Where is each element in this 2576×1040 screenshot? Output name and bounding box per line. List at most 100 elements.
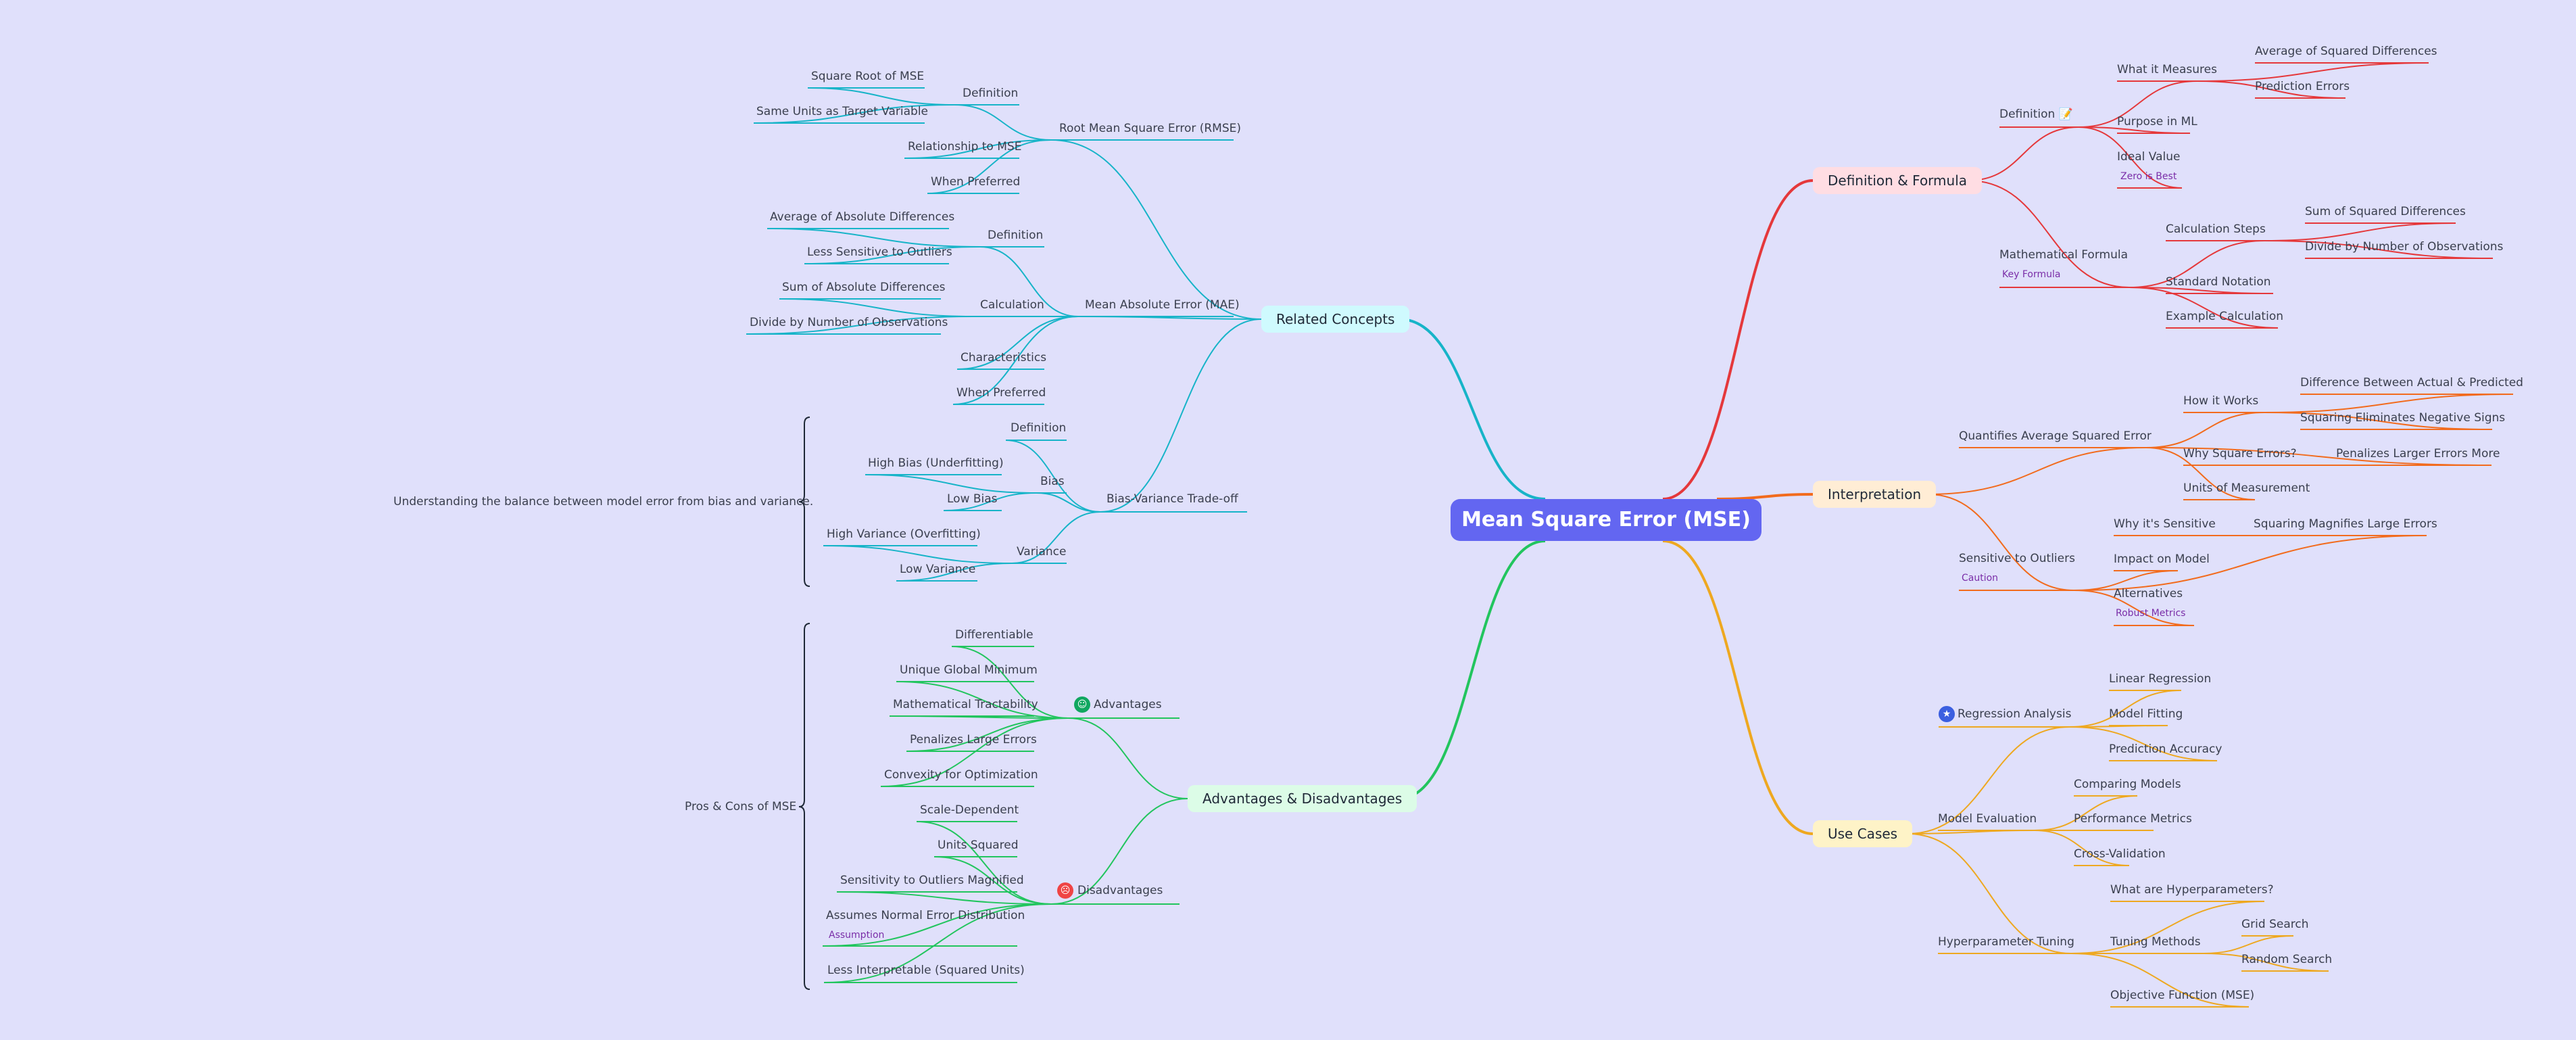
adv-item-1[interactable]: Unique Global Minimum <box>900 663 1038 677</box>
connector <box>1968 126 2079 181</box>
rmse-when-node[interactable]: When Preferred <box>931 175 1021 189</box>
connector <box>896 563 1013 582</box>
example-node[interactable]: Example Calculation <box>2166 310 2283 323</box>
relationship-node[interactable]: Relationship to MSE <box>908 140 1022 153</box>
connector <box>1050 798 1188 905</box>
what-hyperparams-node[interactable]: What are Hyperparameters? <box>2110 883 2274 897</box>
connector <box>954 104 1052 141</box>
same-units-node[interactable]: Same Units as Target Variable <box>756 105 929 118</box>
ideal-value-node[interactable]: Ideal Value <box>2117 150 2181 164</box>
quantifies-node[interactable]: Quantifies Average Squared Error <box>1959 429 2152 443</box>
actual-predicted-node[interactable]: Difference Between Actual & Predicted <box>2300 376 2523 389</box>
connector <box>2073 535 2427 591</box>
bias-variance-summary[interactable]: Understanding the balance between model … <box>393 495 814 509</box>
adv-item-2[interactable]: Mathematical Tractability <box>893 698 1038 711</box>
purpose-node[interactable]: Purpose in ML <box>2117 115 2197 128</box>
prediction-errors-node[interactable]: Prediction Errors <box>2255 80 2350 93</box>
branch-adv-dis[interactable]: Advantages & Disadvantages <box>1188 785 1417 812</box>
mae-node[interactable]: Mean Absolute Error (MAE) <box>1085 298 1240 312</box>
tuning-node[interactable]: Hyperparameter Tuning <box>1938 935 2074 949</box>
bias-variance-node[interactable]: Bias-Variance Trade-off <box>1107 492 1238 506</box>
formula-node[interactable]: Mathematical Formula <box>1999 248 2128 262</box>
connector <box>2264 240 2494 259</box>
pros-cons-summary[interactable]: Pros & Cons of MSE <box>685 800 797 813</box>
dis-item-4[interactable]: Less Interpretable (Squared Units) <box>827 964 1025 977</box>
adv-item-4[interactable]: Convexity for Optimization <box>884 768 1038 782</box>
variance-node[interactable]: Variance <box>1017 545 1067 559</box>
adv-item-3[interactable]: Penalizes Large Errors <box>910 733 1037 747</box>
connector <box>2129 287 2279 329</box>
bias-variance-brace <box>798 417 810 587</box>
model-fitting-node[interactable]: Model Fitting <box>2109 707 2183 721</box>
branch-use-cases[interactable]: Use Cases <box>1813 820 1913 847</box>
tuning-methods-node[interactable]: Tuning Methods <box>2110 935 2201 949</box>
low-variance-node[interactable]: Low Variance <box>900 563 976 576</box>
units-node[interactable]: Units of Measurement <box>2183 481 2310 495</box>
avg-abs-diff-node[interactable]: Average of Absolute Differences <box>770 210 955 224</box>
linear-regression-node[interactable]: Linear Regression <box>2109 672 2212 686</box>
why-sensitive-node[interactable]: Why it's Sensitive <box>2114 517 2216 531</box>
what-it-measures-node[interactable]: What it Measures <box>2117 63 2217 76</box>
memo-icon: 📝 <box>2058 108 2073 121</box>
model-evaluation-node[interactable]: Model Evaluation <box>1938 812 2037 826</box>
performance-metrics-node[interactable]: Performance Metrics <box>2074 812 2192 826</box>
squaring-magnifies-node[interactable]: Squaring Magnifies Large Errors <box>2254 517 2437 531</box>
calculation-node[interactable]: Calculation <box>980 298 1044 312</box>
connector <box>2078 126 2183 189</box>
why-square-node[interactable]: Why Square Errors? <box>2183 447 2297 460</box>
prediction-accuracy-node[interactable]: Prediction Accuracy <box>2109 742 2222 756</box>
high-bias-node[interactable]: High Bias (Underfitting) <box>868 456 1004 470</box>
alternatives-node[interactable]: Alternatives <box>2114 587 2183 600</box>
connector <box>767 228 981 247</box>
dis-item-3[interactable]: Assumes Normal Error Distribution <box>826 909 1025 922</box>
sum-abs-node[interactable]: Sum of Absolute Differences <box>782 281 946 294</box>
squaring-negatives-node[interactable]: Squaring Eliminates Negative Signs <box>2300 411 2506 425</box>
dis-item-2[interactable]: Sensitivity to Outliers Magnified <box>840 874 1024 887</box>
calc-steps-node[interactable]: Calculation Steps <box>2166 222 2266 236</box>
grid-search-node[interactable]: Grid Search <box>2241 918 2309 931</box>
avg-squared-diff-node[interactable]: Average of Squared Differences <box>2255 45 2437 58</box>
root-topic[interactable]: Mean Square Error (MSE) <box>1451 499 1761 541</box>
mae-definition-node[interactable]: Definition <box>988 229 1044 242</box>
cross-validation-node[interactable]: Cross-Validation <box>2074 847 2166 861</box>
bias-node[interactable]: Bias <box>1040 475 1065 488</box>
sqrt-mse-node[interactable]: Square Root of MSE <box>811 70 925 83</box>
high-variance-node[interactable]: High Variance (Overfitting) <box>827 527 981 541</box>
dis-item-1[interactable]: Units Squared <box>938 838 1019 852</box>
less-sensitive-node[interactable]: Less Sensitive to Outliers <box>807 245 952 259</box>
penalizes-larger-node[interactable]: Penalizes Larger Errors More <box>2336 447 2500 460</box>
characteristics-node[interactable]: Characteristics <box>961 351 1047 364</box>
branch-interpretation[interactable]: Interpretation <box>1813 481 1937 508</box>
low-bias-node[interactable]: Low Bias <box>947 492 998 506</box>
objective-node[interactable]: Objective Function (MSE) <box>2110 989 2255 1002</box>
divide-obs-node[interactable]: Divide by Number of Observations <box>750 316 948 329</box>
rmse-definition-node[interactable]: Definition <box>963 87 1019 100</box>
bv-definition-node[interactable]: Definition <box>1011 421 1067 435</box>
dis-item-0[interactable]: Scale-Dependent <box>920 803 1019 817</box>
comparing-models-node[interactable]: Comparing Models <box>2074 778 2181 791</box>
sum-squared-node[interactable]: Sum of Squared Differences <box>2305 205 2466 218</box>
root-to-related <box>1399 318 1546 500</box>
disadvantages-node[interactable]: Disadvantages <box>1077 884 1163 897</box>
mae-when-node[interactable]: When Preferred <box>956 386 1046 400</box>
random-search-node[interactable]: Random Search <box>2241 953 2333 966</box>
pros-cons-brace <box>798 623 810 990</box>
branch-definition-formula[interactable]: Definition & Formula <box>1813 167 1983 194</box>
connector <box>1067 717 1188 799</box>
connector <box>2196 62 2429 82</box>
key-formula-tag: Key Formula <box>2002 269 2061 280</box>
divide-n-node[interactable]: Divide by Number of Observations <box>2305 240 2504 254</box>
regression-node[interactable]: Regression Analysis <box>1958 707 2072 721</box>
advantages-node[interactable]: Advantages <box>1094 698 1162 711</box>
connector <box>1100 318 1262 513</box>
notation-node[interactable]: Standard Notation <box>2166 275 2271 289</box>
sensitive-node[interactable]: Sensitive to Outliers <box>1959 552 2075 565</box>
branch-related-concepts[interactable]: Related Concepts <box>1261 306 1410 333</box>
rmse-node[interactable]: Root Mean Square Error (RMSE) <box>1059 122 1242 135</box>
robust-metrics-tag: Robust Metrics <box>2116 608 2186 619</box>
how-it-works-node[interactable]: How it Works <box>2183 394 2259 408</box>
definition-node[interactable]: Definition 📝 <box>1999 107 2073 122</box>
impact-node[interactable]: Impact on Model <box>2114 552 2210 566</box>
root-to-usecases <box>1662 540 1814 835</box>
adv-item-0[interactable]: Differentiable <box>955 628 1034 642</box>
